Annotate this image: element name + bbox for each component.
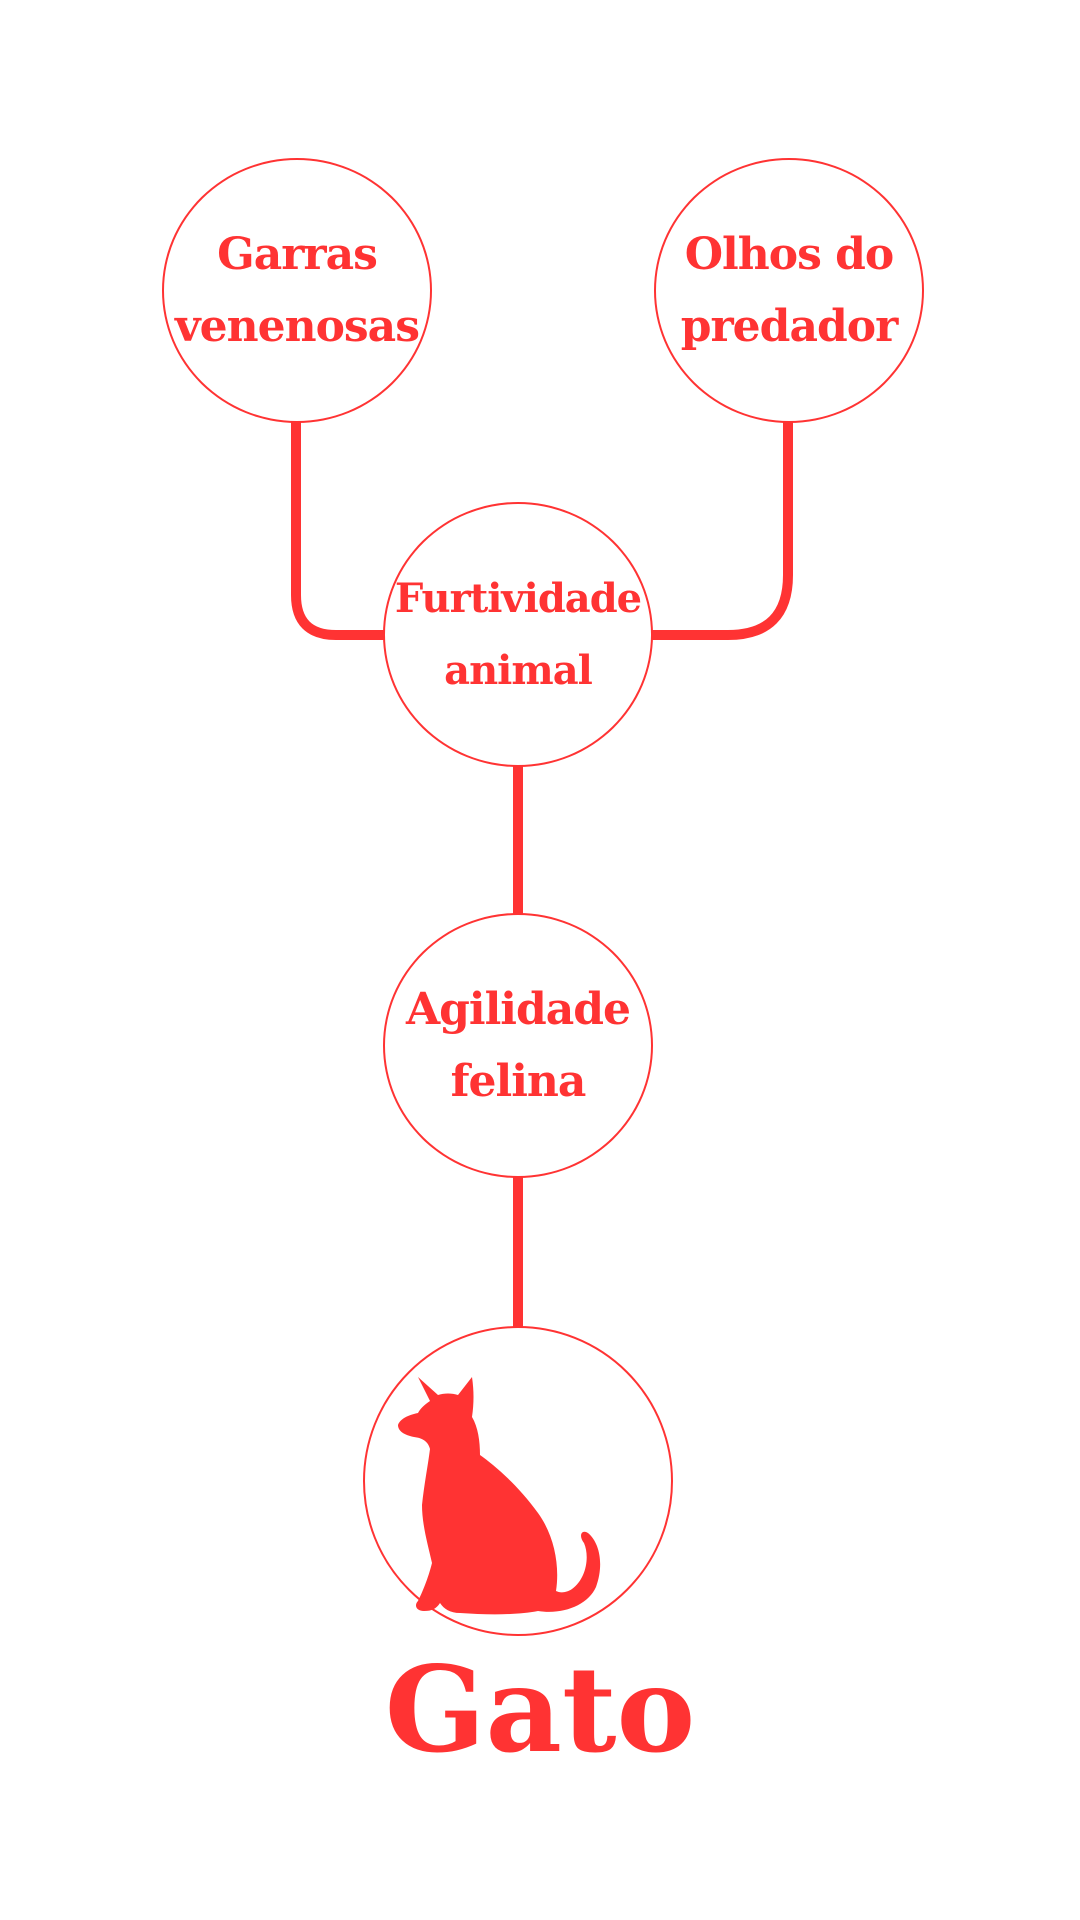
node-label-line: Agilidade — [405, 983, 631, 1035]
cat-silhouette-icon — [398, 1377, 601, 1615]
node-label-garras-venenosas: Garras venenosas — [175, 219, 420, 363]
connector-top-left-to-middle — [291, 415, 395, 640]
node-label-furtividade-animal: Furtividade animal — [394, 563, 642, 707]
connector-top-right-to-middle — [645, 415, 793, 640]
node-label-line: venenosas — [175, 300, 420, 352]
node-label-line: Olhos do — [684, 228, 895, 280]
node-agilidade-felina[interactable]: Agilidade felina — [383, 913, 653, 1178]
node-olhos-do-predador[interactable]: Olhos do predador — [654, 158, 924, 423]
node-label-line: predador — [680, 300, 899, 352]
page-title: Gato — [384, 1640, 696, 1779]
node-label-line: Garras — [217, 228, 378, 280]
node-label-line: Furtividade — [394, 574, 642, 622]
node-label-line: felina — [450, 1055, 587, 1107]
node-garras-venenosas[interactable]: Garras venenosas — [162, 158, 432, 423]
node-label-olhos-do-predador: Olhos do predador — [680, 219, 899, 363]
node-furtividade-animal[interactable]: Furtividade animal — [383, 502, 653, 767]
node-label-line: animal — [444, 646, 593, 694]
node-label-agilidade-felina: Agilidade felina — [405, 974, 631, 1118]
